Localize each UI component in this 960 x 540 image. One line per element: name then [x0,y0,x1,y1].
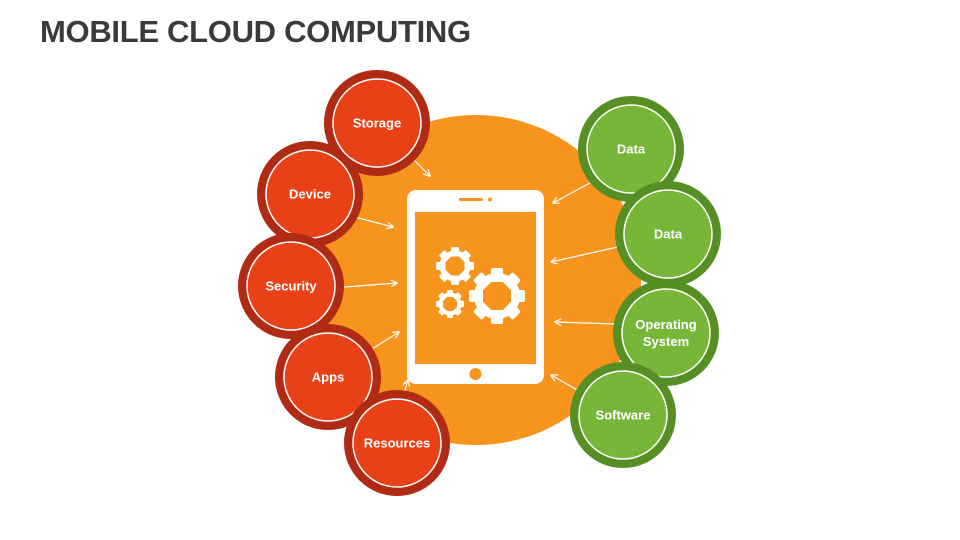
right-node-label: Data [654,227,683,242]
left-node: Security [238,233,344,339]
right-connector-arrow [555,322,616,324]
left-node-label: Security [265,279,317,294]
right-node: Data [578,96,684,202]
left-node: Apps [275,324,381,430]
left-node-label: Resources [364,436,430,451]
tablet-speaker [459,198,483,201]
right-node: Software [570,362,676,468]
left-node-core [352,398,442,488]
right-node-core [623,189,713,279]
left-node: Device [257,141,363,247]
left-node-core [283,332,373,422]
right-node-label: Data [617,142,646,157]
right-node-label: Software [596,408,651,423]
tablet-icon [407,190,544,384]
right-node-core [621,288,711,378]
left-node-core [332,78,422,168]
right-node: Data [615,181,721,287]
left-node-core [246,241,336,331]
left-node-label: Apps [312,370,345,385]
tablet-home-button [469,368,482,380]
tablet-camera [488,197,492,202]
left-node-label: Device [289,187,331,202]
left-node-label: Storage [353,116,401,131]
right-node-core [586,104,676,194]
left-node: Resources [344,390,450,496]
right-node-core [578,370,668,460]
page-title: MOBILE CLOUD COMPUTING [40,14,471,49]
left-node: Storage [324,70,430,176]
